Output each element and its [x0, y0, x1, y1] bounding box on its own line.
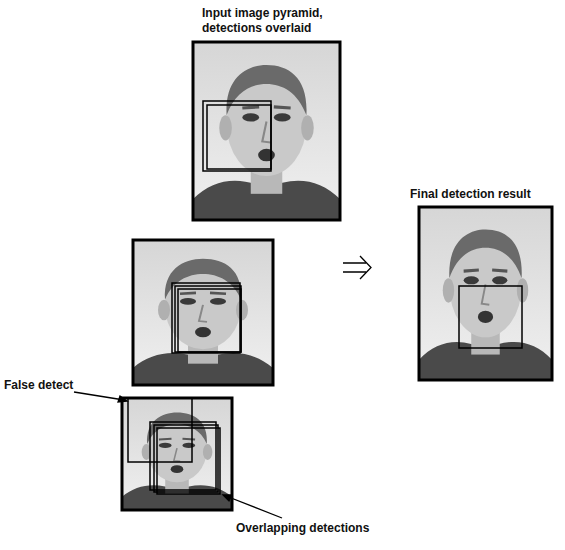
face-image [133, 240, 273, 385]
detection-boxes [172, 283, 241, 353]
heading-label: Input image pyramid, detections overlaid [202, 6, 352, 36]
image-frame [133, 240, 273, 385]
detection-boxes [203, 101, 271, 171]
face-image [122, 398, 232, 510]
callout-label: False detect [4, 378, 73, 393]
image-frame [193, 42, 340, 220]
callout-label: Overlapping detections [236, 521, 369, 536]
heading-label: Final detection result [410, 187, 531, 202]
double-arrow [343, 256, 371, 279]
image-frame [122, 398, 232, 510]
face-image [193, 42, 340, 220]
face-image [419, 207, 552, 380]
detection-box [459, 286, 522, 348]
detection-boxes [128, 398, 220, 494]
image-frame [419, 207, 552, 380]
leader-lines [74, 392, 282, 518]
